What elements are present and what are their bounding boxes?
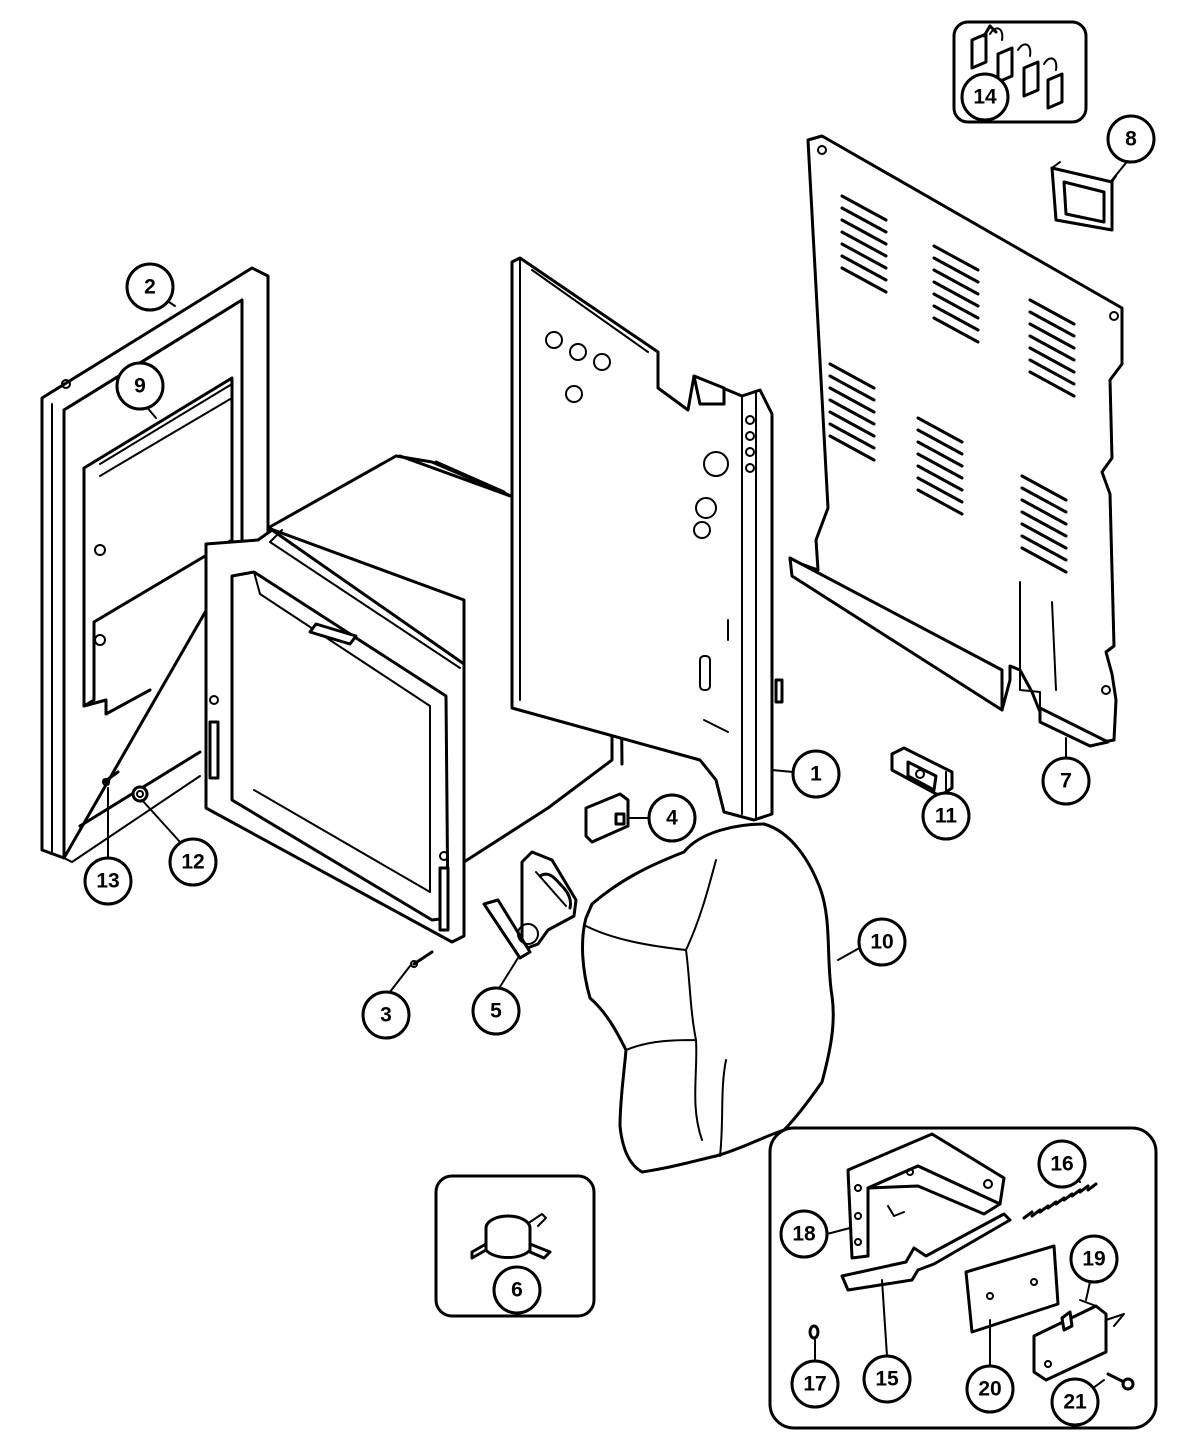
- callout-16: 16: [1037, 1139, 1087, 1189]
- callout-7: 7: [1041, 756, 1091, 806]
- callout-3: 3: [361, 990, 411, 1040]
- thermostat-inset: [434, 1174, 596, 1318]
- callout-label: 15: [875, 1368, 899, 1391]
- callout-11: 11: [921, 791, 971, 841]
- callout-14: 14: [960, 72, 1010, 122]
- callout-label: 10: [870, 931, 893, 954]
- callout-20: 20: [965, 1364, 1015, 1414]
- callout-18: 18: [779, 1209, 829, 1259]
- callout-2: 2: [125, 262, 175, 312]
- callout-6: 6: [492, 1265, 542, 1315]
- louver-group: [828, 194, 1076, 574]
- bracket-part-4: [584, 792, 630, 844]
- callout-17: 17: [790, 1359, 840, 1409]
- screw-part-13: [102, 770, 120, 786]
- callout-label: 18: [792, 1223, 816, 1246]
- back-panel-part: [788, 134, 1124, 748]
- callout-label: 3: [380, 1004, 392, 1027]
- callout-label: 19: [1082, 1248, 1105, 1271]
- callout-5: 5: [471, 986, 521, 1036]
- callout-label: 14: [973, 86, 997, 109]
- side-panel-part: [510, 256, 784, 822]
- callout-label: 9: [134, 375, 146, 398]
- callout-13: 13: [83, 856, 133, 906]
- callout-label: 7: [1060, 770, 1072, 793]
- callout-21: 21: [1050, 1377, 1100, 1427]
- hinge-part-5: [482, 850, 578, 960]
- callout-label: 17: [803, 1373, 826, 1396]
- callout-10: 10: [857, 917, 907, 967]
- callout-label: 5: [490, 1000, 502, 1023]
- nut-part-12: [131, 785, 149, 803]
- callout-label: 13: [96, 870, 119, 893]
- callout-12: 12: [168, 837, 218, 887]
- callout-15: 15: [862, 1354, 912, 1404]
- callout-label: 11: [935, 805, 958, 828]
- callout-4: 4: [647, 793, 697, 843]
- callout-label: 1: [810, 763, 822, 786]
- callout-label: 16: [1050, 1153, 1073, 1176]
- front-frame-part: [40, 266, 270, 863]
- callout-1: 1: [791, 749, 841, 799]
- callout-label: 20: [978, 1378, 1001, 1401]
- callouts: 1 2 3 4 5 6 7 8: [83, 72, 1156, 1427]
- bracket-part-8: [1050, 161, 1117, 232]
- callout-label: 8: [1125, 128, 1137, 151]
- switch-assembly-inset: [768, 1126, 1158, 1430]
- callout-9: 9: [115, 361, 165, 411]
- callout-label: 6: [511, 1279, 523, 1302]
- bracket-part-11: [890, 746, 954, 798]
- callout-label: 12: [181, 851, 204, 874]
- callout-19: 19: [1069, 1234, 1119, 1284]
- callout-label: 2: [144, 276, 156, 299]
- screw-part-3: [410, 950, 434, 968]
- callout-label: 4: [666, 807, 678, 830]
- callout-label: 21: [1063, 1391, 1087, 1414]
- callout-8: 8: [1106, 114, 1156, 164]
- insulation-part-10: [581, 822, 835, 1174]
